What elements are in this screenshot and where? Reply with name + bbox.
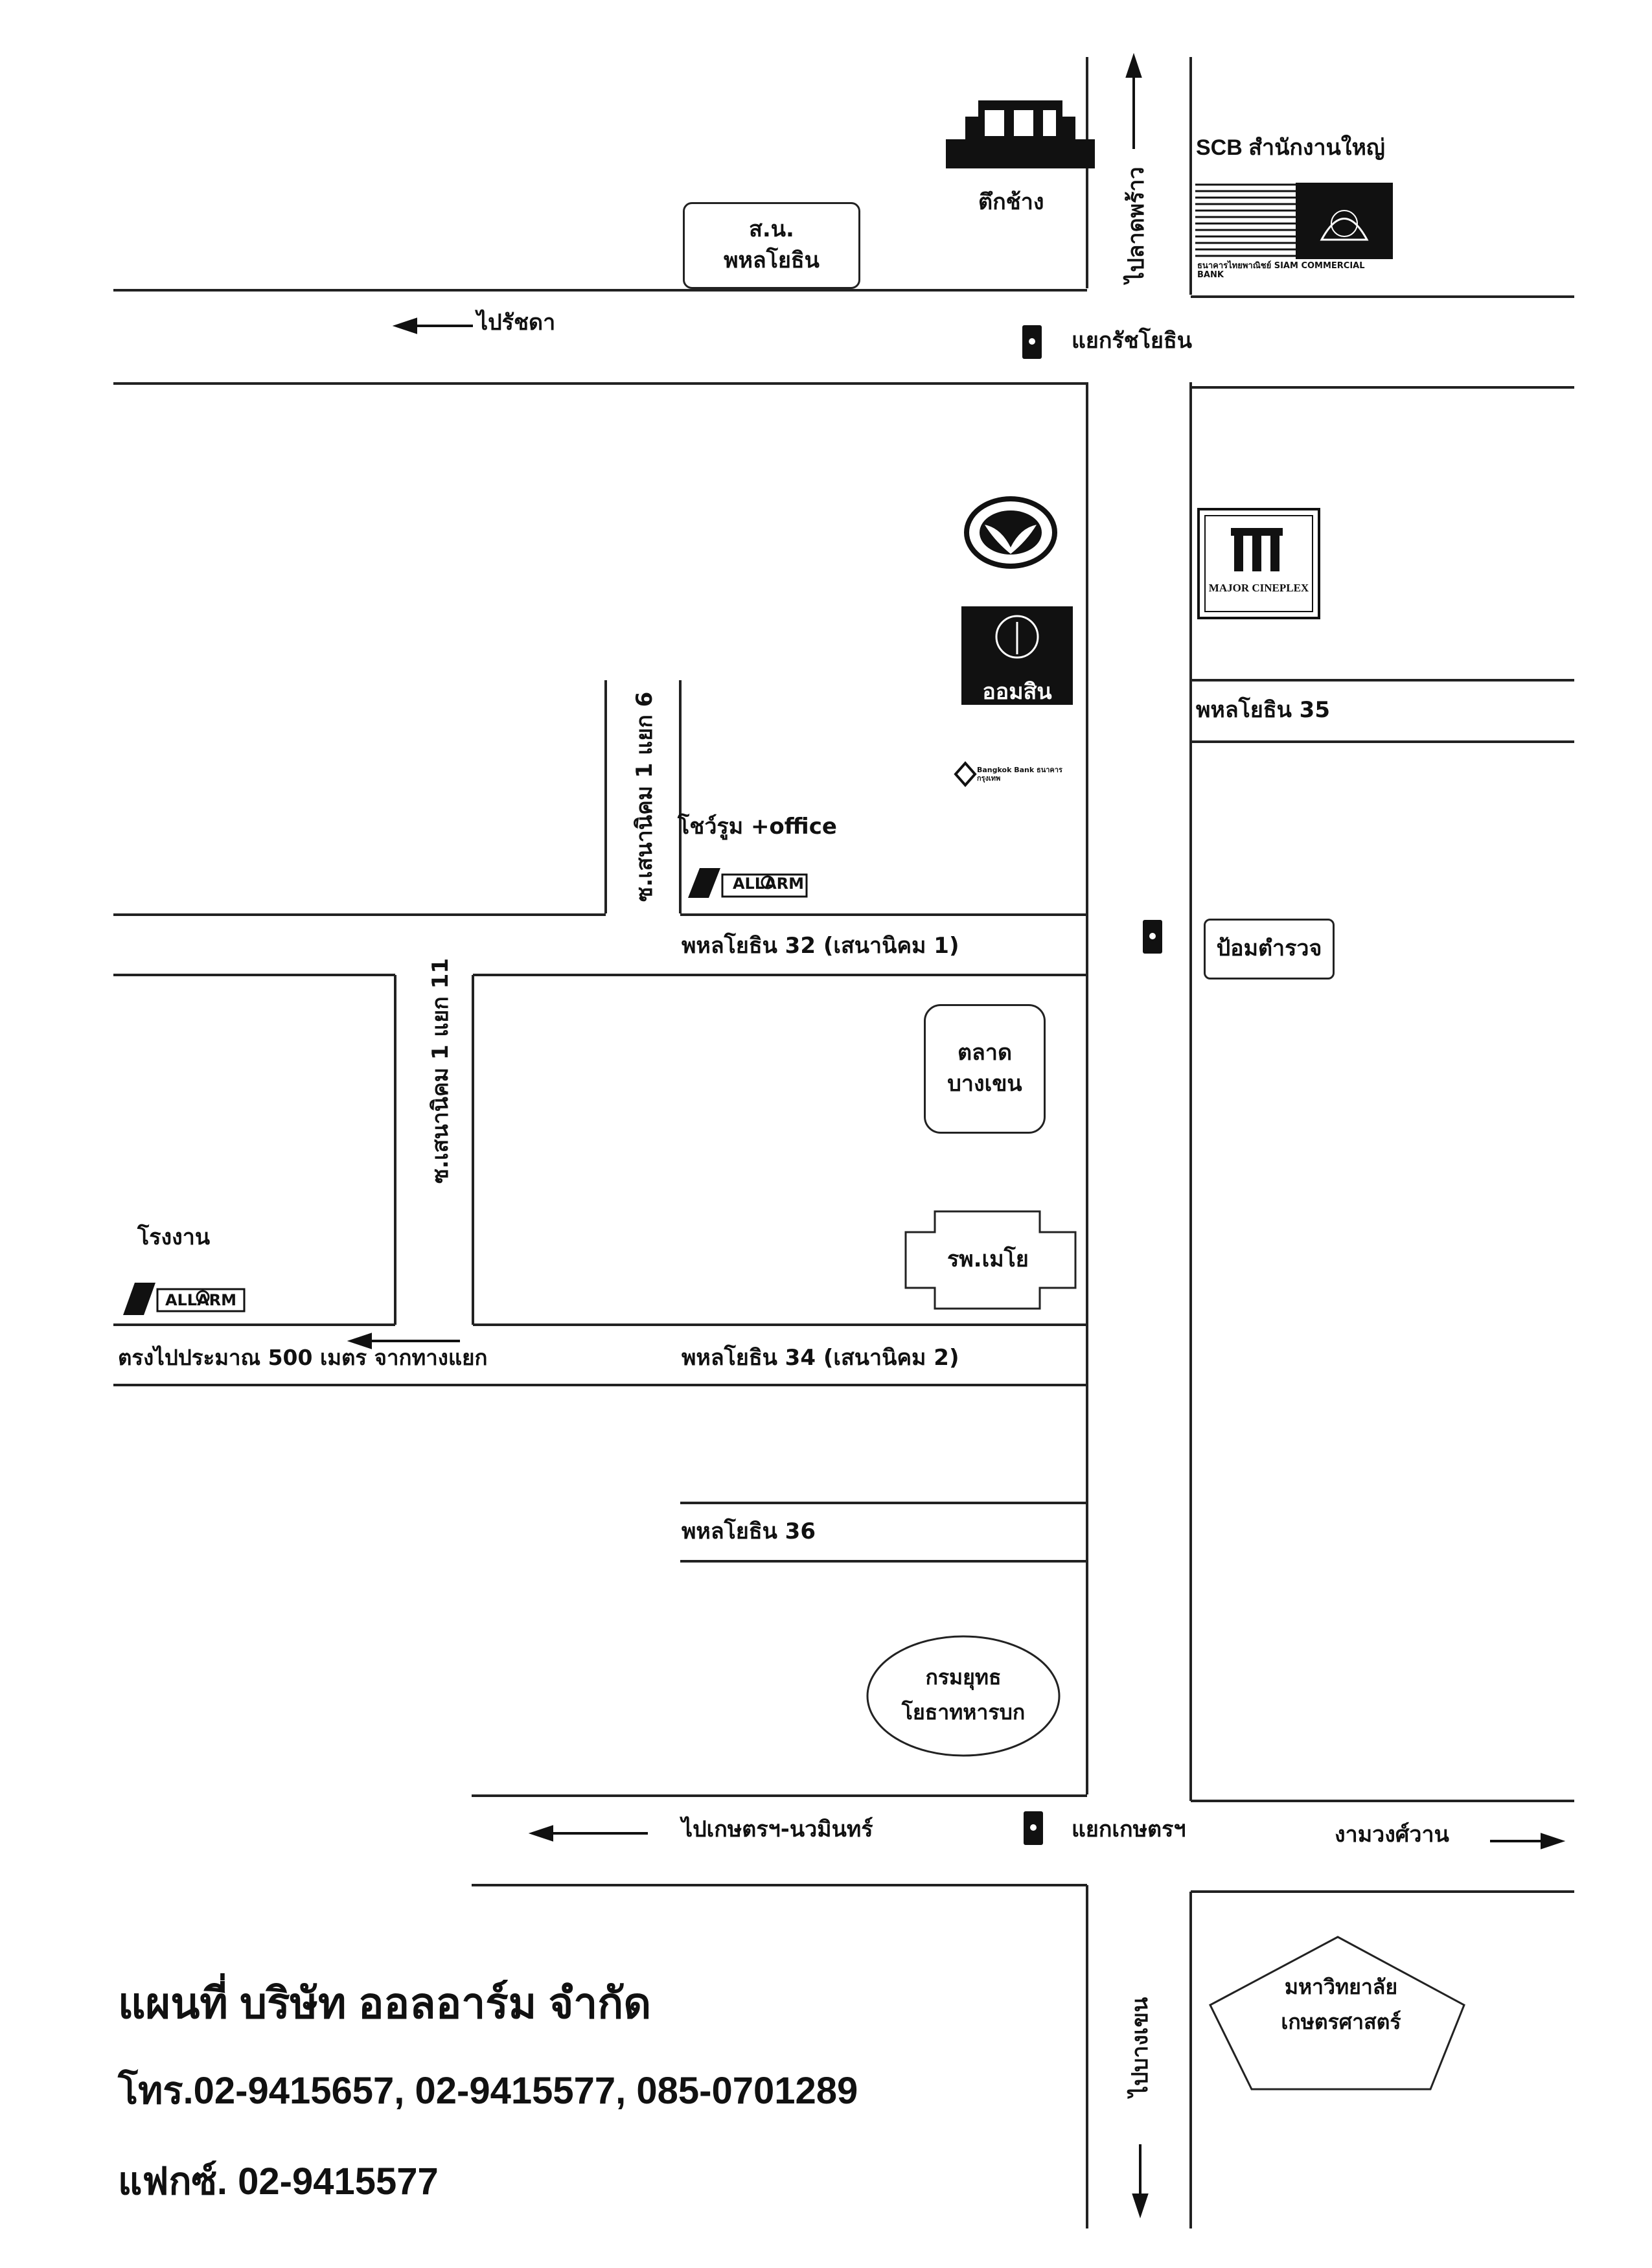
scb-logo-caption: ธนาคารไทยพาณิชย์ SIAM COMMERCIAL BANK	[1197, 261, 1365, 281]
market-line2: บางเขน	[947, 1071, 1022, 1097]
fax-number: แฟกซ์. 02-9415577	[118, 2160, 439, 2203]
allarm-showroom-logo-text: ALLARM	[732, 875, 805, 893]
university-line2: เกษตรศาสตร์	[1281, 2010, 1401, 2035]
traffic-light-icon	[1143, 920, 1162, 954]
major-cineplex-label: MAJOR CINEPLEX	[1208, 582, 1309, 594]
allarm-logo-icon	[685, 868, 809, 898]
army-line2: โยธาทหารบก	[901, 1700, 1026, 1725]
major-cineplex-logo-icon	[1197, 508, 1320, 619]
university-label: มหาวิทยาลัย เกษตรศาสตร์	[1231, 1969, 1451, 2040]
telephone-numbers: โทร.02-9415657, 02-9415577, 085-0701289	[118, 2070, 858, 2112]
hospital-outline	[904, 1210, 1077, 1310]
allarm-factory-logo-text: ALLARM	[165, 1291, 237, 1309]
university-line1: มหาวิทยาลัย	[1284, 1975, 1398, 1999]
army-label: กรมยุทธ โยธาทหารบก	[868, 1660, 1059, 1730]
factory-label: โรงงาน	[137, 1224, 211, 1250]
army-line1: กรมยุทธ	[925, 1665, 1002, 1690]
allarm-logo-icon	[123, 1283, 246, 1315]
traffic-light-icon	[1024, 1811, 1043, 1845]
phahon-35-label: พหลโยธิน 35	[1196, 697, 1330, 723]
gsb-label: ออมสิน	[982, 679, 1052, 705]
traffic-light-icon	[1022, 325, 1042, 359]
army-outline	[866, 1635, 1061, 1757]
market-line1: ตลาด	[957, 1040, 1013, 1066]
bangkok-bank-label: Bangkok Bank ธนาคารกรุงเทพ	[977, 766, 1062, 783]
to-kaset-nawamin-label: ไปเกษตรฯ-นวมินทร์	[682, 1816, 873, 1842]
hospital-label: รพ.เมโย	[947, 1246, 1029, 1272]
to-bangkhen-label: ไปบางเขน	[1127, 1997, 1153, 2097]
showroom-label: โชว์รูม +office	[678, 814, 837, 840]
phahon-36-label: พหลโยธิน 36	[682, 1518, 816, 1544]
ngamwongwan-label: งามวงศ์วาน	[1335, 1822, 1449, 1848]
scb-label: SCB สำนักงานใหญ่	[1196, 135, 1385, 160]
bangkok-bank-logo-icon	[954, 761, 977, 788]
map-title: แผนที่ บริษัท ออลอาร์ม จำกัด	[118, 1979, 652, 2027]
to-ladprao-label: ไปลาดพร้าว	[1123, 166, 1149, 283]
bangkhen-market-box: ตลาด บางเขน	[924, 1004, 1046, 1134]
soi-6-label: ซ.เสนานิคม 1 แยก 6	[632, 691, 658, 902]
phahon-32-label: พหลโยธิน 32 (เสนานิคม 1)	[682, 933, 959, 959]
police-station-sor-nor-box: ส.น. พหลโยธิน	[683, 202, 860, 289]
to-ratchada-label: ไปรัชดา	[477, 310, 556, 336]
soi-11-label: ซ.เสนานิคม 1 แยก 11	[428, 957, 453, 1184]
ratchayothin-junction-label: แยกรัชโยธิน	[1072, 328, 1192, 354]
kasikorn-bank-logo-icon	[964, 496, 1057, 569]
scb-logo-icon	[1195, 183, 1393, 259]
kaset-junction-label: แยกเกษตรฯ	[1072, 1816, 1186, 1842]
police-box: ป้อมตำรวจ	[1204, 919, 1335, 979]
tuek-chang-label: ตึกช้าง	[978, 189, 1044, 215]
phahon-34-label: พหลโยธิน 34 (เสนานิคม 2)	[682, 1345, 959, 1371]
sor-nor-line1: ส.น.	[749, 216, 794, 243]
university-outline	[1209, 1936, 1465, 2090]
police-label: ป้อมตำรวจ	[1216, 935, 1322, 962]
sor-nor-line2: พหลโยธิน	[724, 247, 820, 273]
straight-500m-label: ตรงไปประมาณ 500 เมตร จากทางแยก	[118, 1345, 488, 1370]
